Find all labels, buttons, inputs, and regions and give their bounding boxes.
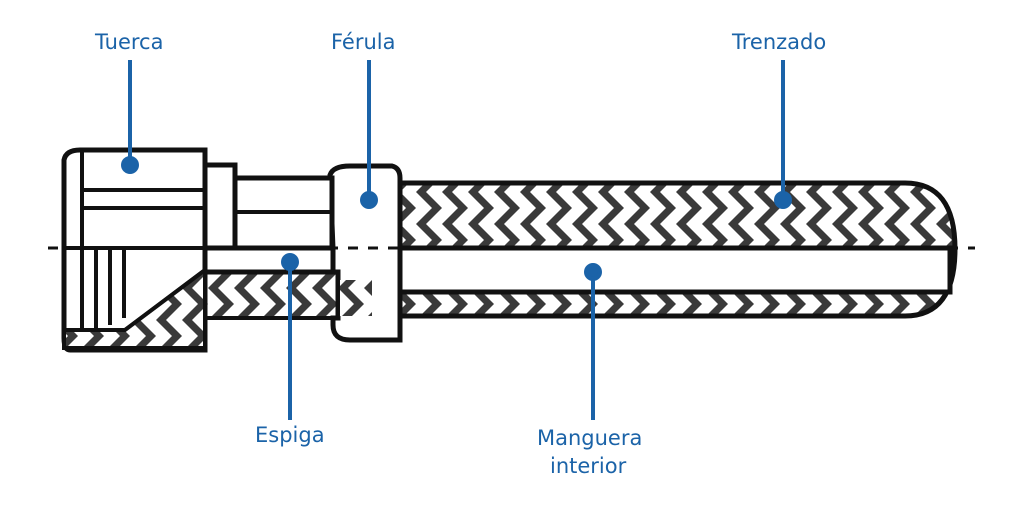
inner-hose	[367, 245, 953, 295]
label-trenzado: Trenzado	[732, 30, 827, 54]
lower-braid	[182, 267, 340, 320]
label-tuerca: Tuerca	[95, 30, 164, 54]
label-manguera-line1: Manguera	[537, 426, 643, 450]
ferrule-lower-braid	[340, 280, 372, 316]
nut-braid	[62, 266, 207, 350]
label-ferula: Férula	[331, 30, 396, 54]
leader-lines	[121, 60, 792, 420]
step-collar	[202, 162, 238, 251]
label-espiga: Espiga	[255, 423, 325, 447]
label-manguera-line2: interior	[550, 454, 627, 478]
